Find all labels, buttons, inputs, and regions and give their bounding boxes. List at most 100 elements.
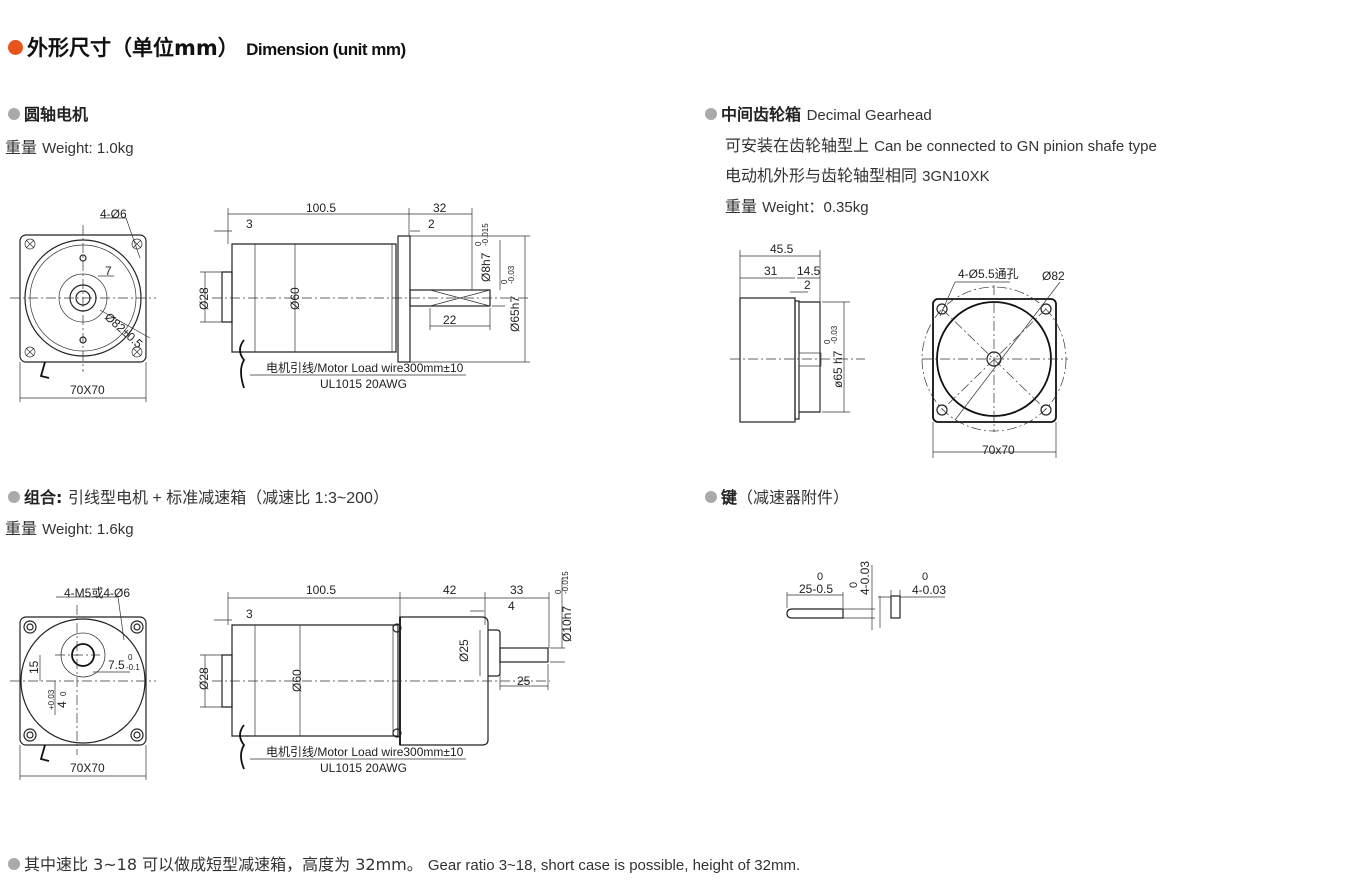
dim-7-5: 7.5 — [108, 658, 125, 672]
weight-combination: 重量 Weight: 1.6kg — [5, 515, 134, 539]
gearhead-side-view: 45.5 31 14.5 2 ø65 h7 0 -0.03 — [730, 242, 865, 423]
weight-cn: 重量 — [725, 197, 758, 216]
wire-label: 电机引线/Motor Load wire300mm±10 — [266, 361, 464, 375]
dim-length: 100.5 — [306, 201, 336, 215]
weight-cn: 重量 — [5, 138, 38, 157]
dim-shaft-length: 32 — [433, 201, 447, 215]
tol: -0.015 — [561, 571, 570, 594]
tol: +0.03 — [47, 689, 56, 710]
section-key: 键（减速器附件） — [705, 484, 849, 508]
section-title: 中间齿轮箱 — [721, 105, 802, 124]
wire-label: 电机引线/Motor Load wire300mm±10 — [266, 745, 464, 759]
dim-7: 7 — [105, 264, 112, 278]
section-title: 键 — [721, 488, 738, 507]
line-cn: 可安装在齿轮轴型上 — [725, 136, 870, 155]
dim-square: 70X70 — [70, 761, 105, 775]
weight-cn: 重量 — [5, 519, 38, 538]
tol: 0 — [848, 582, 860, 588]
weight-en: Weight：0.35kg — [762, 199, 869, 216]
weight-en: Weight: 1.0kg — [42, 140, 134, 157]
dim-rear: 3 — [246, 607, 253, 621]
dim-gear-length: 42 — [443, 583, 457, 597]
dim-d60: Ø60 — [288, 287, 302, 310]
weight-round-shaft: 重量 Weight: 1.0kg — [5, 134, 134, 158]
section-desc: 引线型电机 + 标准减速箱（减速比 1:3~200） — [67, 490, 389, 507]
tol: 0 — [823, 339, 832, 344]
gray-bullet-icon — [705, 491, 717, 503]
dim-d60: Ø60 — [290, 669, 304, 692]
dim-holes: 4-M5或4-Ø6 — [64, 586, 130, 600]
dim-front: 14.5 — [797, 264, 821, 278]
dim-key-length: 25-0.5 — [799, 582, 833, 596]
dim-length: 100.5 — [306, 583, 336, 597]
section-title-en: Decimal Gearhead — [806, 107, 932, 124]
dim-d28: Ø28 — [197, 667, 211, 690]
orange-bullet-icon — [8, 39, 23, 55]
section-title-paren: （减速器附件） — [737, 490, 850, 507]
tol: -0.03 — [830, 325, 839, 344]
note-en: Gear ratio 3~18, short case is possible,… — [427, 857, 801, 874]
key-drawing: 25-0.5 0 4-0.03 0 4-0.03 0 — [786, 561, 946, 630]
dim-4: 4 — [55, 701, 69, 708]
section-title: 圆轴电机 — [24, 105, 89, 124]
wire-spec: UL1015 20AWG — [320, 761, 407, 775]
dim-d65: ø65 h7 — [831, 350, 845, 388]
line-en: Can be connected to GN pinion shafe type — [874, 138, 1157, 155]
gray-bullet-icon — [8, 491, 20, 503]
dim-square: 70x70 — [982, 443, 1015, 457]
line-cn: 电动机外形与齿轮轴型相同 — [725, 166, 918, 185]
dim-pcd: Ø82±0.5 — [102, 310, 146, 351]
section-title: 组合: — [24, 488, 63, 507]
section-round-shaft-motor: 圆轴电机 — [8, 101, 88, 125]
title-en: Dimension (unit mm) — [246, 40, 406, 59]
tol: 0 — [817, 571, 823, 583]
dim-rear: 3 — [246, 217, 253, 231]
dim-flange: 2 — [428, 217, 435, 231]
line-en: 3GN10XK — [922, 168, 990, 185]
dim-holes: 4-Ø5.5通孔 — [958, 267, 1019, 281]
section-combination: 组合: 引线型电机 + 标准减速箱（减速比 1:3~200） — [8, 484, 389, 508]
gray-bullet-icon — [8, 858, 20, 870]
dim-d10: Ø10h7 — [560, 606, 574, 642]
tol: 0 — [922, 571, 928, 583]
gearhead-line2: 电动机外形与齿轮轴型相同 3GN10XK — [725, 162, 990, 186]
dim-body: 31 — [764, 264, 778, 278]
dim-shaft-length: 33 — [510, 583, 524, 597]
dim-15: 15 — [27, 660, 41, 674]
tol: 0 — [128, 653, 133, 662]
weight-en: Weight: 1.6kg — [42, 521, 134, 538]
section-gearhead: 中间齿轮箱 Decimal Gearhead — [705, 101, 932, 125]
tol: -0.03 — [507, 265, 516, 284]
dim-pcd: Ø82 — [1042, 269, 1065, 283]
dim-key-length: 22 — [443, 313, 457, 327]
dim-key-length: 25 — [517, 674, 531, 688]
dim-d8: Ø8h7 — [479, 252, 493, 282]
page-title: 外形尺寸（单位mm） Dimension (unit mm) — [8, 32, 406, 62]
dim-key-width: 4-0.03 — [912, 583, 946, 597]
note-cn: 其中速比 3~18 可以做成短型减速箱，高度为 32mm。 — [24, 855, 423, 874]
dim-step: 4 — [508, 599, 515, 613]
tol: -0.1 — [126, 663, 140, 672]
tol: -0.015 — [481, 223, 490, 246]
title-cn: 外形尺寸（单位mm） — [27, 36, 239, 60]
dim-2: 2 — [804, 278, 811, 292]
dim-key-height: 4-0.03 — [858, 561, 872, 595]
tol: 0 — [59, 691, 68, 696]
footer-note: 其中速比 3~18 可以做成短型减速箱，高度为 32mm。 Gear ratio… — [8, 851, 800, 875]
dim-d28: Ø28 — [197, 287, 211, 310]
gearhead-front-view: 4-Ø5.5通孔 Ø82 70x70 — [921, 267, 1068, 458]
dim-d65: Ø65h7 — [508, 296, 522, 332]
weight-gearhead: 重量 Weight：0.35kg — [725, 193, 869, 217]
tol: 0 — [554, 589, 563, 594]
wire-spec: UL1015 20AWG — [320, 377, 407, 391]
gray-bullet-icon — [705, 108, 717, 120]
round-shaft-side-view: 100.5 3 32 2 Ø28 Ø60 Ø8h7 0 -0.015 Ø65h7… — [197, 201, 530, 391]
dim-holes: 4-Ø6 — [100, 207, 127, 221]
dim-d25: Ø25 — [457, 639, 471, 662]
dim-total: 45.5 — [770, 242, 794, 256]
dim-square: 70X70 — [70, 383, 105, 397]
gearhead-line1: 可安装在齿轮轴型上 Can be connected to GN pinion … — [725, 132, 1157, 156]
combination-front-view: 4-M5或4-Ø6 15 7.5 0 -0.1 4 +0.03 0 70X70 — [10, 586, 156, 780]
tol: 0 — [500, 279, 509, 284]
